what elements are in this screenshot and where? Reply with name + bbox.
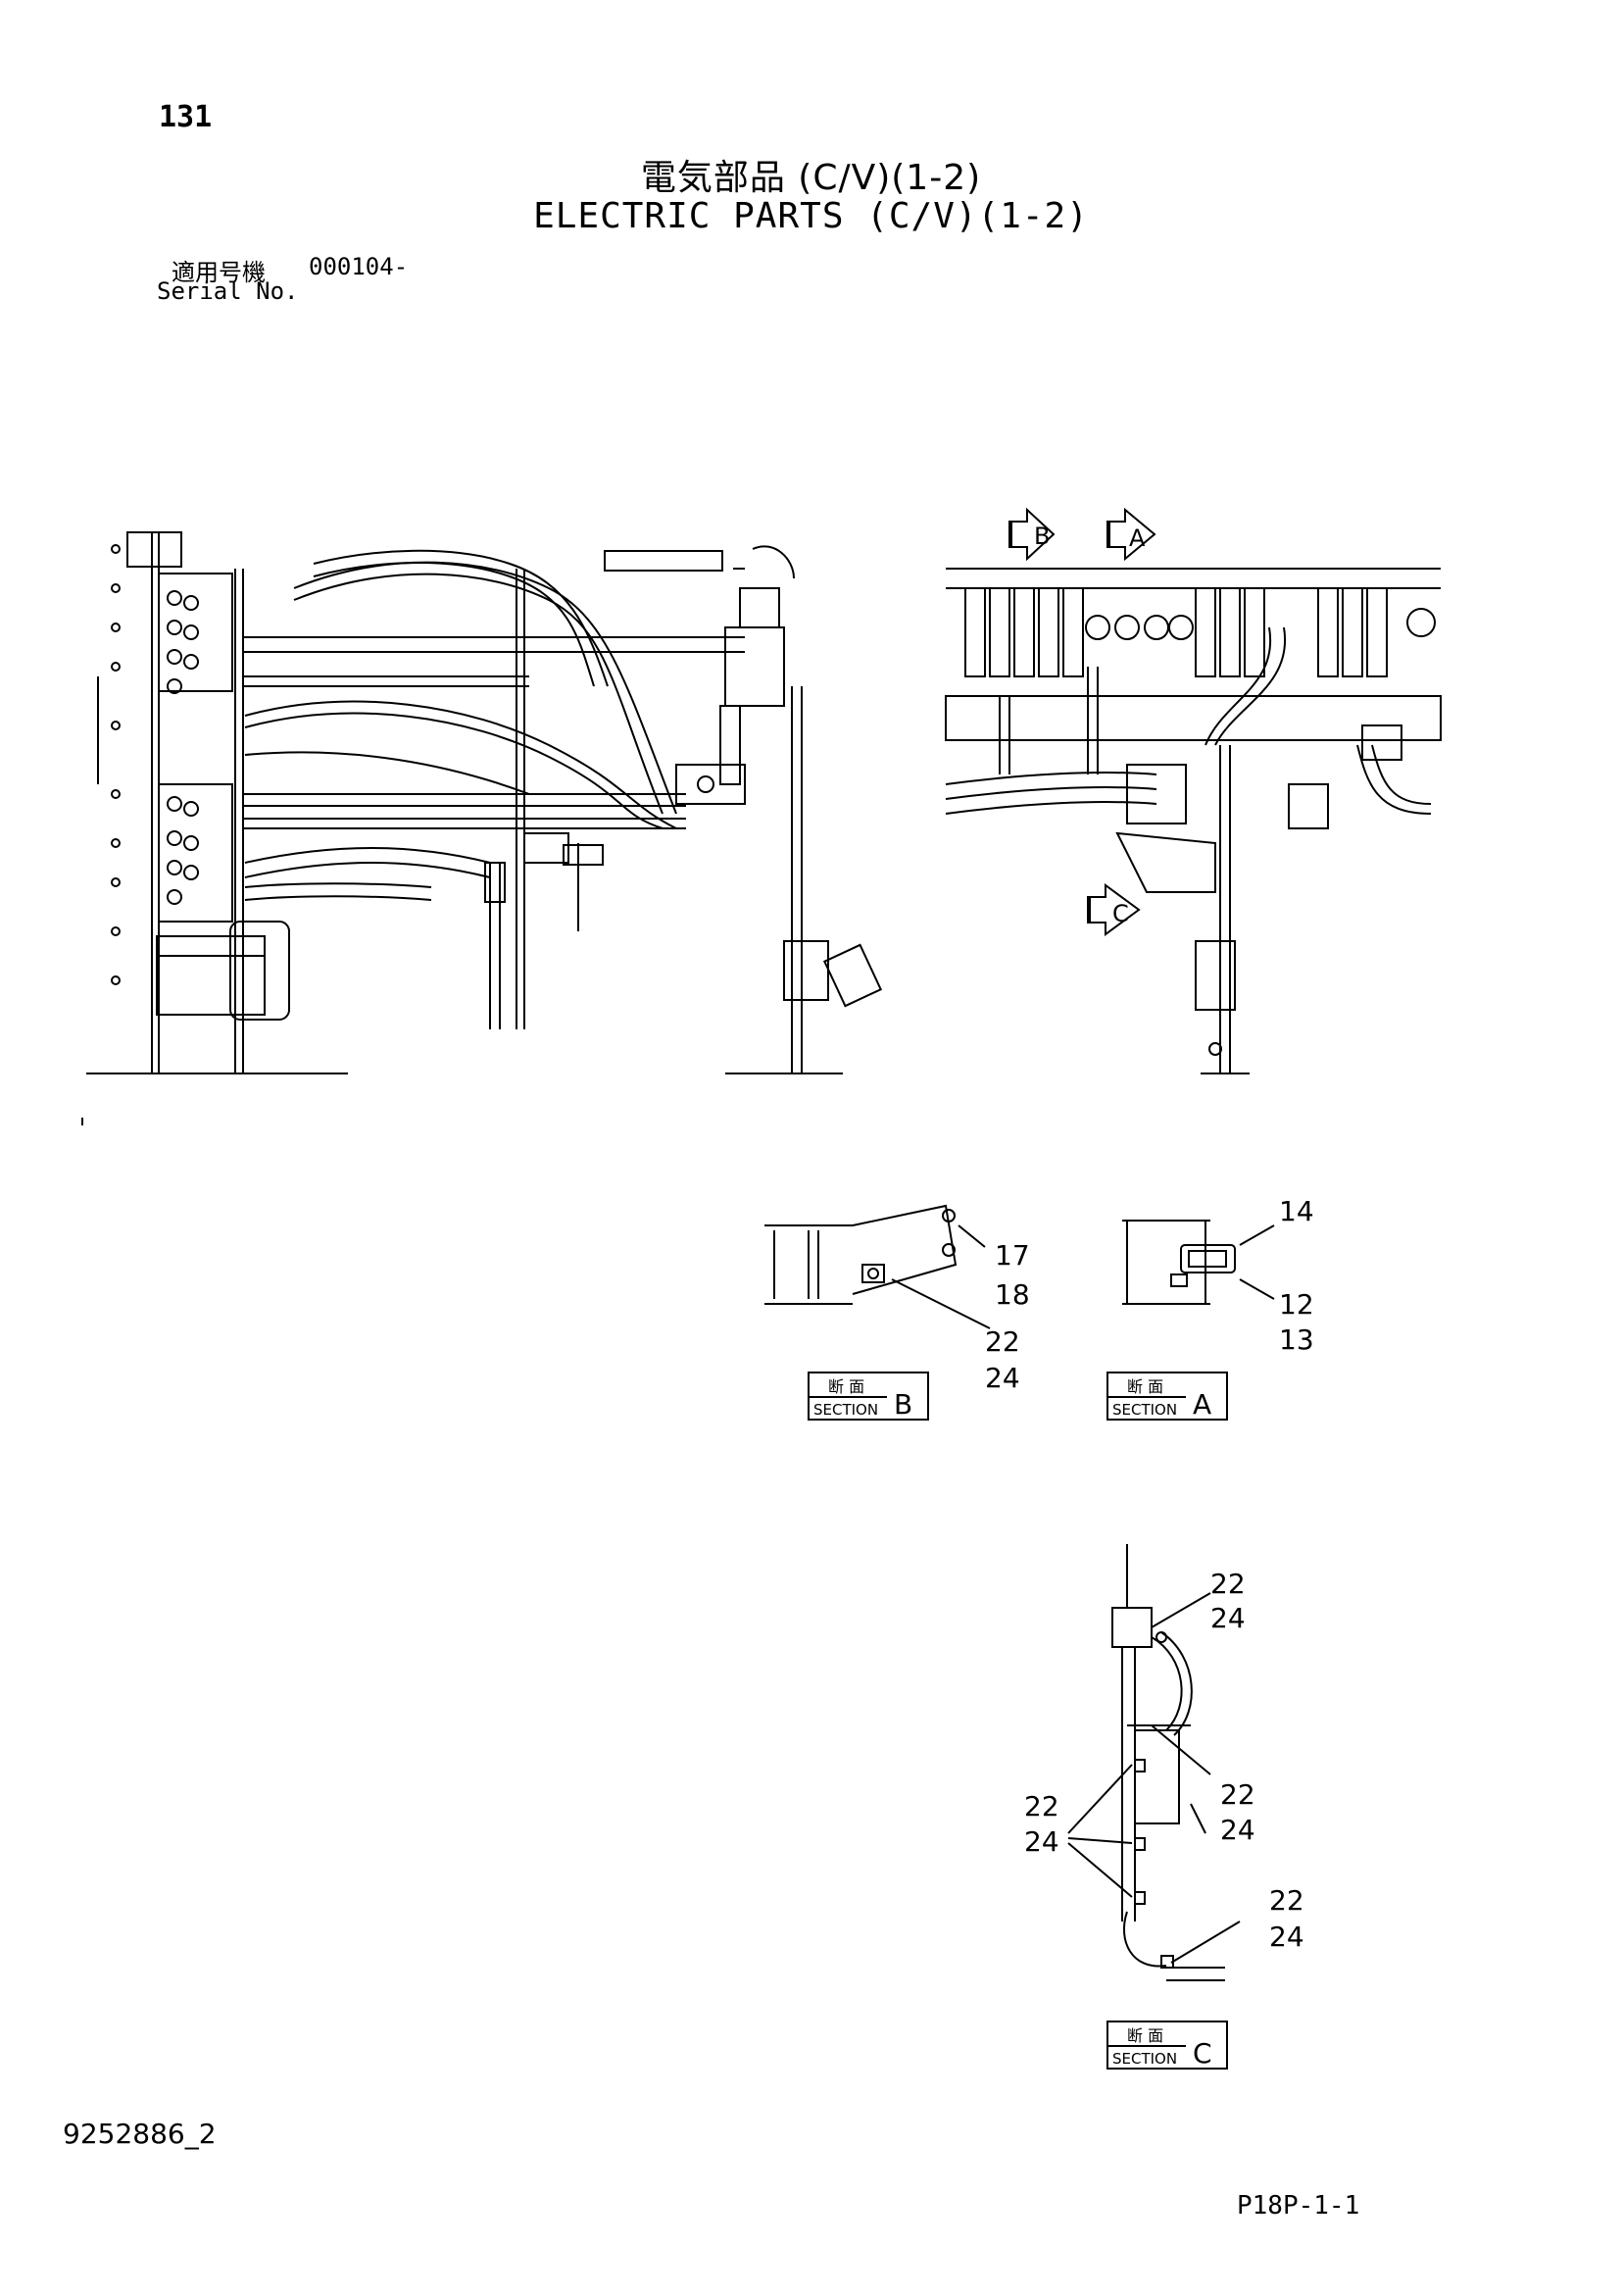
section-c-en: SECTION xyxy=(1112,2050,1177,2068)
callout-24: 24 xyxy=(1210,1602,1246,1634)
callout-22: 22 xyxy=(1210,1568,1246,1600)
callout-12: 12 xyxy=(1279,1288,1314,1321)
arrow-b-label: B xyxy=(1034,523,1050,550)
section-c-detail xyxy=(1067,1544,1241,1981)
control-valve-main-view xyxy=(81,531,883,1125)
callout-18: 18 xyxy=(995,1278,1030,1311)
callout-22: 22 xyxy=(1220,1778,1255,1811)
callout-24: 24 xyxy=(1024,1825,1059,1858)
serial-label-en: Serial No. xyxy=(157,277,299,305)
section-a-letter: A xyxy=(1193,1388,1211,1421)
section-label-b xyxy=(808,1372,929,1421)
callout-22: 22 xyxy=(1024,1790,1059,1822)
section-a-en: SECTION xyxy=(1112,1401,1177,1419)
serial-value: 000104- xyxy=(309,253,409,280)
page-number: 131 xyxy=(159,100,213,134)
section-b-letter: B xyxy=(894,1388,912,1421)
section-b-detail xyxy=(764,1204,991,1329)
callout-14: 14 xyxy=(1279,1195,1314,1227)
section-a-detail xyxy=(1122,1220,1275,1305)
callout-24: 24 xyxy=(985,1362,1020,1394)
callout-24: 24 xyxy=(1220,1814,1255,1846)
title-english: ELECTRIC PARTS (C/V)(1-2) xyxy=(533,196,1089,236)
callout-17: 17 xyxy=(995,1239,1030,1272)
view-arrow-c-icon xyxy=(1087,883,1141,936)
title-japanese: 電気部品 (C/V)(1-2) xyxy=(640,158,982,198)
view-arrow-a-icon xyxy=(1106,507,1156,562)
section-c-jp: 断 面 xyxy=(1127,2026,1163,2045)
control-valve-side-view xyxy=(945,568,1442,1074)
page-code: P18P-1-1 xyxy=(1237,2191,1360,2221)
section-b-en: SECTION xyxy=(813,1401,878,1419)
document-number: 9252886_2 xyxy=(63,2118,217,2150)
arrow-c-label: C xyxy=(1112,900,1129,927)
section-c-letter: C xyxy=(1193,2037,1212,2070)
section-b-jp: 断 面 xyxy=(828,1377,864,1396)
view-arrow-b-icon xyxy=(1008,507,1056,562)
arrow-a-label: A xyxy=(1129,524,1146,552)
callout-22: 22 xyxy=(1269,1884,1304,1917)
section-label-a xyxy=(1106,1372,1228,1421)
section-label-c xyxy=(1106,2021,1228,2070)
serial-label-jp: 適用号機 xyxy=(172,259,266,286)
callout-22: 22 xyxy=(985,1325,1020,1358)
callout-24: 24 xyxy=(1269,1921,1304,1953)
section-a-jp: 断 面 xyxy=(1127,1377,1163,1396)
callout-13: 13 xyxy=(1279,1323,1314,1356)
